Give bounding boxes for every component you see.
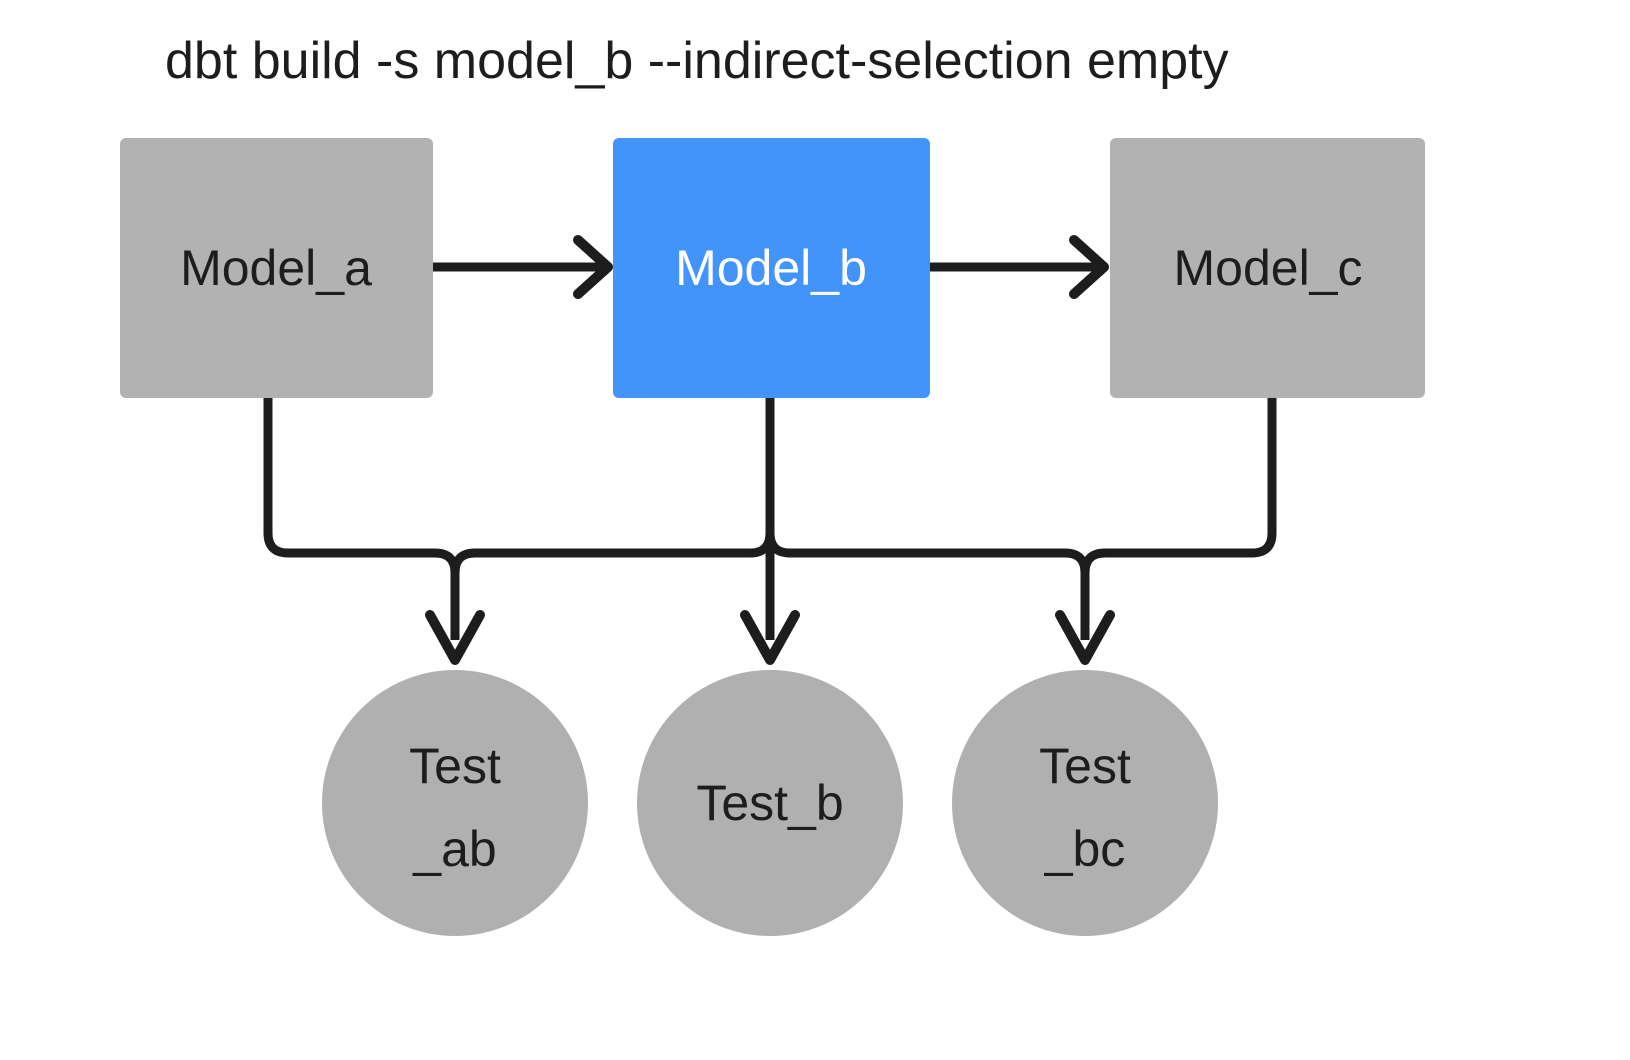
node-test-ab[interactable]: Test _ab [322,670,588,936]
node-test-bc-shape [952,670,1218,936]
node-test-ab-label-line1: Test [409,738,501,794]
node-test-b-shape [637,670,903,936]
node-model-b-shape [613,138,930,398]
edge-model-a-to-model-b [433,235,613,299]
node-model-b-label: Model_b [675,240,867,296]
edge-model-b-to-model-c [930,235,1109,299]
node-test-bc-label-line2: _bc [1044,821,1126,877]
edge-model-c-to-test-bc [1080,398,1277,640]
node-test-b-label-line1: Test_b [696,775,843,831]
node-model-c[interactable]: Model_c [1110,138,1425,398]
edge-model-b-to-test-bc [765,398,1115,665]
node-test-bc-label-line1: Test [1039,738,1131,794]
node-model-a[interactable]: Model_a [120,138,433,398]
node-model-b[interactable]: Model_b [613,138,930,398]
edge-model-b-to-test-ab [450,398,775,640]
node-test-ab-shape [322,670,588,936]
edge-model-a-to-test-ab [263,398,485,665]
node-model-a-label: Model_a [180,240,372,296]
node-model-c-shape [1110,138,1425,398]
node-model-c-label: Model_c [1174,240,1363,296]
node-test-bc[interactable]: Test _bc [952,670,1218,936]
diagram-title: dbt build -s model_b --indirect-selectio… [165,32,1229,90]
node-test-ab-label-line2: _ab [412,821,496,877]
node-test-b[interactable]: Test_b [637,670,903,936]
node-model-a-shape [120,138,433,398]
